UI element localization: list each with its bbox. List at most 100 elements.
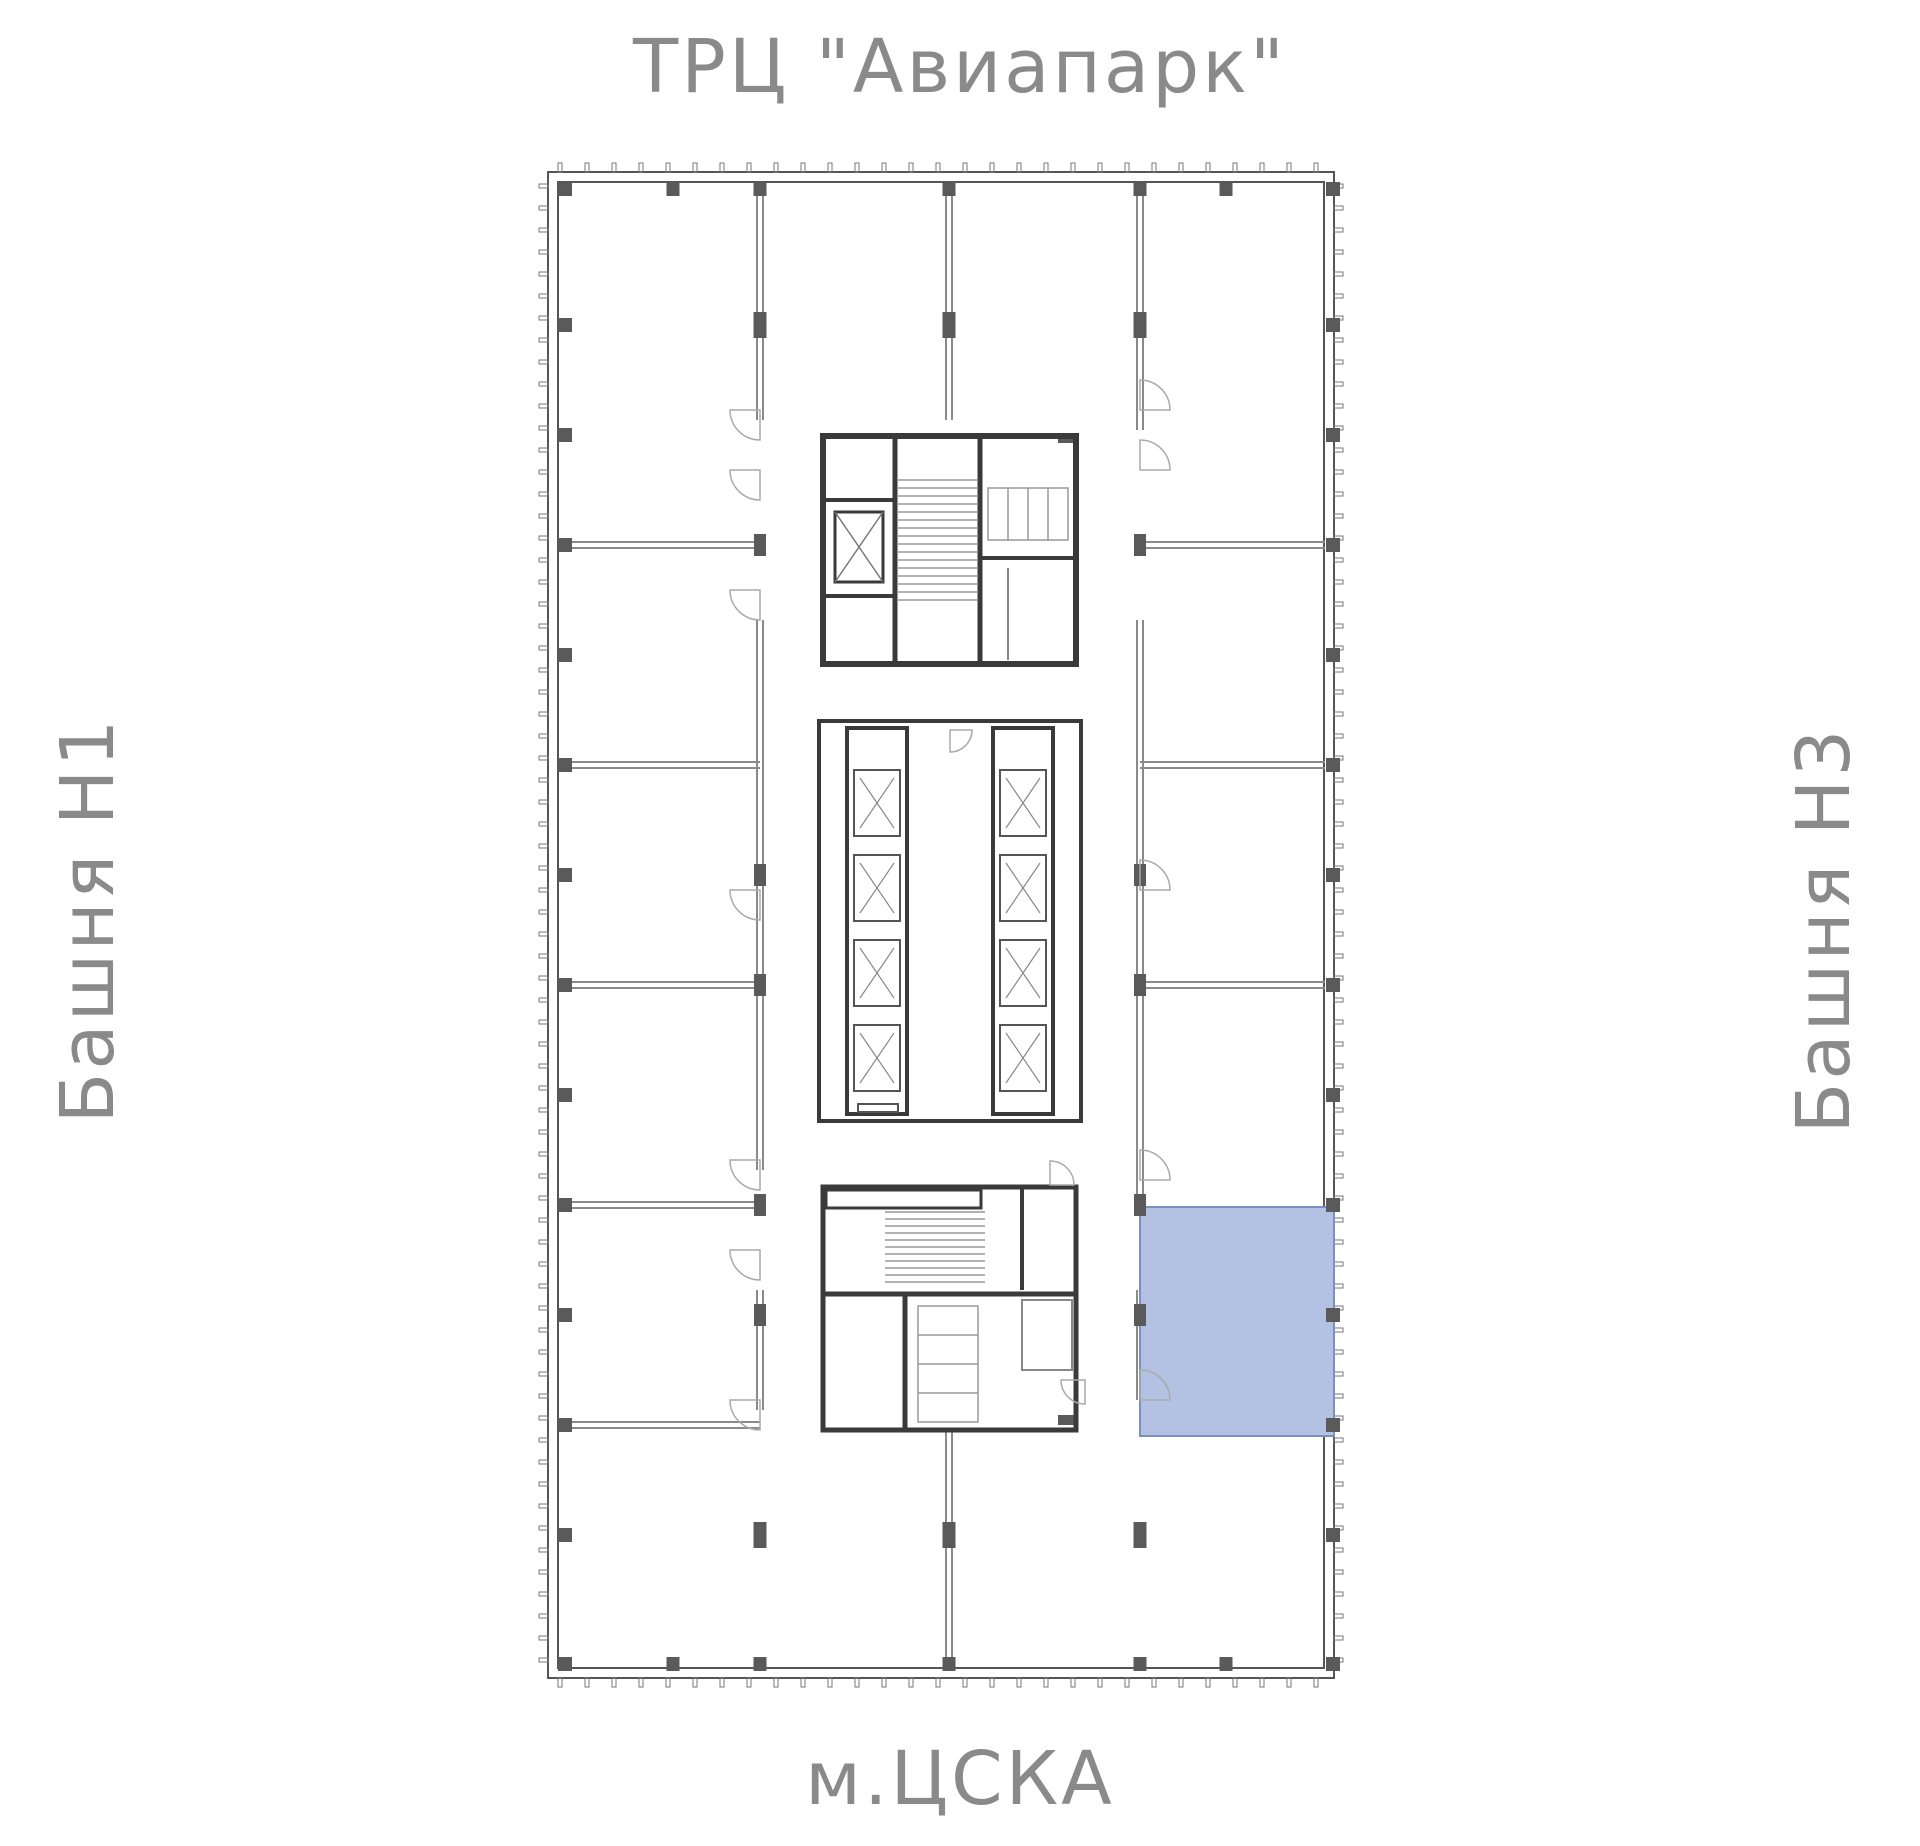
elevator-cross [1005, 947, 1041, 999]
column [558, 758, 572, 772]
mullion [1333, 931, 1344, 937]
mullion [538, 579, 549, 585]
mullion [538, 513, 549, 519]
door-swing [729, 889, 761, 921]
mullion [557, 1677, 563, 1688]
mullion [1333, 1239, 1344, 1245]
door-swing [1139, 859, 1171, 891]
mullion [538, 1173, 549, 1179]
mullion [538, 997, 549, 1003]
mullion [1016, 162, 1022, 173]
column [558, 1308, 572, 1322]
mullion [1333, 403, 1344, 409]
mullion [538, 711, 549, 717]
mullion [1333, 821, 1344, 827]
mullion [1097, 162, 1103, 173]
mullion [827, 1677, 833, 1688]
mullion [1151, 1677, 1157, 1688]
elevator-cross [1005, 777, 1041, 829]
mullion [962, 1677, 968, 1688]
mullion [1259, 1677, 1265, 1688]
door-swing [949, 729, 973, 753]
elevator-cross [1005, 862, 1041, 914]
mullion [1205, 1677, 1211, 1688]
mullion [538, 315, 549, 321]
mullion [1333, 777, 1344, 783]
elevator-cabin [999, 854, 1047, 922]
mullion [773, 1677, 779, 1688]
column [1326, 428, 1340, 442]
column [558, 648, 572, 662]
mullion [1333, 1327, 1344, 1333]
column [558, 182, 572, 196]
mullion [773, 162, 779, 173]
mullion [908, 1677, 914, 1688]
mullion [935, 1677, 941, 1688]
mullion [1333, 1503, 1344, 1509]
elevator-cross [859, 862, 895, 914]
service-core-south [820, 1184, 1079, 1433]
column [1326, 318, 1340, 332]
mullion [1333, 1547, 1344, 1553]
mullion [538, 953, 549, 959]
mullion [538, 557, 549, 563]
mullion [1333, 513, 1344, 519]
mullion [746, 1677, 752, 1688]
mullion [1333, 1371, 1344, 1377]
selected-office[interactable] [1139, 1206, 1335, 1437]
mullion [538, 601, 549, 607]
mullion [538, 1437, 549, 1443]
mullion [1333, 997, 1344, 1003]
mullion [538, 1239, 549, 1245]
mullion [1333, 799, 1344, 805]
mullion [638, 162, 644, 173]
column [666, 1657, 680, 1671]
mullion [557, 162, 563, 173]
mullion [538, 1019, 549, 1025]
mullion [538, 843, 549, 849]
column [1326, 978, 1340, 992]
mullion [1333, 447, 1344, 453]
mullion [1333, 491, 1344, 497]
mullion [1070, 1677, 1076, 1688]
column [1219, 1657, 1233, 1671]
mullion [611, 1677, 617, 1688]
service-core-north [820, 433, 1079, 667]
door-swing [1049, 1160, 1075, 1186]
stairwell-north [898, 479, 978, 601]
mullion [1016, 1677, 1022, 1688]
mullion [538, 645, 549, 651]
mullion [1333, 733, 1344, 739]
column [558, 1088, 572, 1102]
mullion [1333, 1613, 1344, 1619]
mullion [1333, 469, 1344, 475]
column [558, 868, 572, 882]
mullion [538, 1657, 549, 1663]
mullion [538, 1569, 549, 1575]
mullion [538, 205, 549, 211]
column [1058, 1415, 1076, 1425]
mullion [538, 1305, 549, 1311]
mullion [1333, 1393, 1344, 1399]
door-swing [729, 1159, 761, 1191]
door-swing [1139, 379, 1171, 411]
mullion [584, 162, 590, 173]
mullion [538, 1415, 549, 1421]
mullion [538, 183, 549, 189]
mullion [538, 271, 549, 277]
column [1326, 1528, 1340, 1542]
mullion [538, 1151, 549, 1157]
elevator-cabin [999, 769, 1047, 837]
mullion [1333, 205, 1344, 211]
mullion [538, 249, 549, 255]
mullion [538, 293, 549, 299]
mullion [538, 337, 549, 343]
mullion [538, 227, 549, 233]
mullion [1333, 1481, 1344, 1487]
mullion [538, 755, 549, 761]
mullion [1333, 1019, 1344, 1025]
mullion [1333, 1041, 1344, 1047]
column [942, 182, 956, 196]
mullion [1333, 579, 1344, 585]
mullion [638, 1677, 644, 1688]
